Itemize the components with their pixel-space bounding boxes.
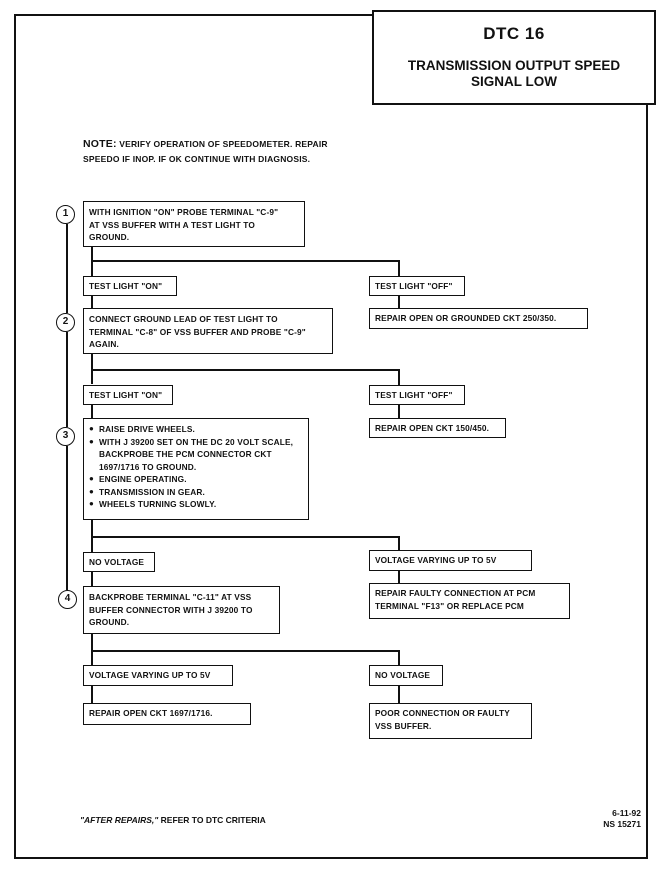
connector-line bbox=[91, 686, 93, 703]
page-frame bbox=[14, 14, 648, 859]
dtc-description: TRANSMISSION OUTPUT SPEED SIGNAL LOW bbox=[407, 58, 621, 89]
footer-text: REFER TO DTC CRITERIA bbox=[158, 815, 266, 825]
step-4-number: 4 bbox=[58, 590, 77, 609]
step-3-bullets: RAISE DRIVE WHEELS. WITH J 39200 SET ON … bbox=[89, 423, 303, 511]
connector-line bbox=[91, 634, 93, 665]
step-3-bullet: ENGINE OPERATING. bbox=[89, 473, 303, 486]
connector-line bbox=[398, 686, 400, 703]
step-3-right-label: VOLTAGE VARYING UP TO 5V bbox=[369, 550, 532, 571]
branch-line bbox=[91, 369, 400, 371]
connector-line bbox=[398, 260, 400, 276]
step-1-no-result: REPAIR OPEN OR GROUNDED CKT 250/350. bbox=[369, 308, 588, 329]
connector-line bbox=[66, 446, 68, 590]
step-3-bullet: TRANSMISSION IN GEAR. bbox=[89, 486, 303, 499]
connector-line bbox=[91, 572, 93, 586]
step-2-box: CONNECT GROUND LEAD OF TEST LIGHT TO TER… bbox=[83, 308, 333, 354]
step-3-left-label: NO VOLTAGE bbox=[83, 552, 155, 572]
step-4-right-result: POOR CONNECTION OR FAULTY VSS BUFFER. bbox=[369, 703, 532, 739]
step-2-no-label: TEST LIGHT "OFF" bbox=[369, 385, 465, 405]
step-3-number: 3 bbox=[56, 427, 75, 446]
connector-line bbox=[66, 332, 68, 427]
step-1-no-label: TEST LIGHT "OFF" bbox=[369, 276, 465, 296]
step-4-box: BACKPROBE TERMINAL "C-11" AT VSS BUFFER … bbox=[83, 586, 280, 634]
title-box: DTC 16 TRANSMISSION OUTPUT SPEED SIGNAL … bbox=[372, 10, 656, 105]
step-1-box: WITH IGNITION "ON" PROBE TERMINAL "C-9" … bbox=[83, 201, 305, 247]
step-4-left-label: VOLTAGE VARYING UP TO 5V bbox=[83, 665, 233, 686]
connector-line bbox=[91, 296, 93, 308]
step-2-number: 2 bbox=[56, 313, 75, 332]
connector-line bbox=[398, 536, 400, 552]
note-text: VERIFY OPERATION OF SPEEDOMETER. REPAIR … bbox=[83, 139, 328, 164]
branch-line bbox=[91, 536, 400, 538]
step-2-yes-label: TEST LIGHT "ON" bbox=[83, 385, 173, 405]
step-3-box: RAISE DRIVE WHEELS. WITH J 39200 SET ON … bbox=[83, 418, 309, 520]
step-4-right-label: NO VOLTAGE bbox=[369, 665, 443, 686]
connector-line bbox=[398, 405, 400, 418]
document-date: 6-11-92 NS 15271 bbox=[603, 808, 641, 829]
step-3-bullet: WHEELS TURNING SLOWLY. bbox=[89, 498, 303, 511]
dtc-code: DTC 16 bbox=[483, 24, 545, 43]
footer-note: "AFTER REPAIRS," REFER TO DTC CRITERIA bbox=[80, 815, 266, 825]
connector-line bbox=[91, 405, 93, 418]
note-label: NOTE: bbox=[83, 138, 117, 150]
connector-line bbox=[398, 296, 400, 308]
branch-line bbox=[91, 260, 400, 262]
step-2-no-result: REPAIR OPEN CKT 150/450. bbox=[369, 418, 506, 438]
step-3-right-result: REPAIR FAULTY CONNECTION AT PCM TERMINAL… bbox=[369, 583, 570, 619]
connector-line bbox=[398, 369, 400, 385]
step-1-number: 1 bbox=[56, 205, 75, 224]
footer-lead: "AFTER REPAIRS," bbox=[80, 815, 159, 825]
connector-line bbox=[398, 571, 400, 583]
connector-line bbox=[398, 650, 400, 665]
step-1-yes-label: TEST LIGHT "ON" bbox=[83, 276, 177, 296]
step-3-bullet: RAISE DRIVE WHEELS. bbox=[89, 423, 303, 436]
branch-line bbox=[91, 650, 400, 652]
step-4-left-result: REPAIR OPEN CKT 1697/1716. bbox=[83, 703, 251, 725]
connector-line bbox=[66, 224, 68, 313]
note: NOTE: VERIFY OPERATION OF SPEEDOMETER. R… bbox=[83, 137, 353, 167]
step-3-bullet: WITH J 39200 SET ON THE DC 20 VOLT SCALE… bbox=[89, 436, 303, 474]
